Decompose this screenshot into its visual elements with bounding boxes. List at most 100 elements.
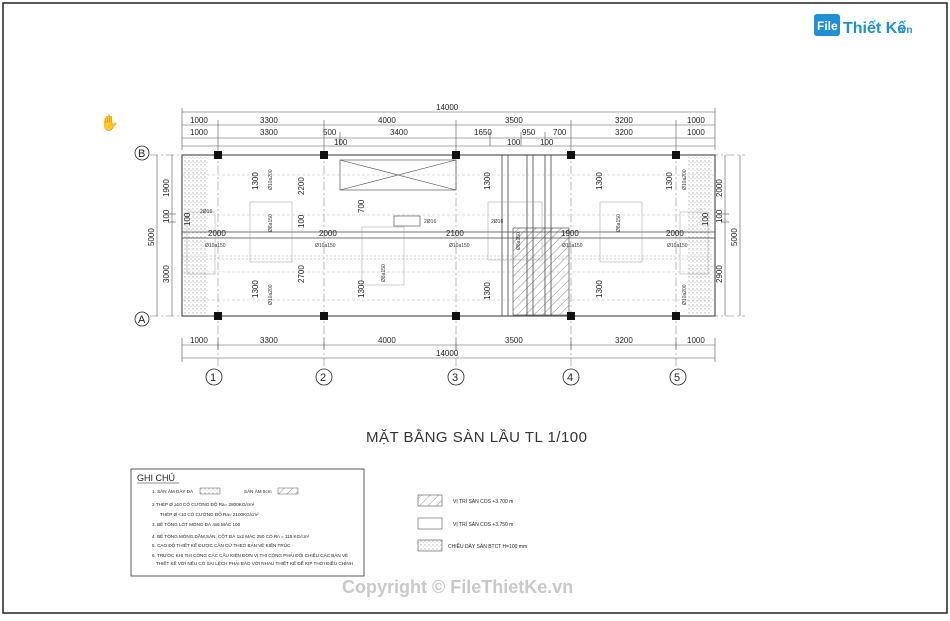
- column-5B: [672, 151, 680, 159]
- svg-text:2Ø16: 2Ø16: [200, 209, 212, 215]
- rebar-panels: [186, 201, 709, 286]
- svg-text:1300: 1300: [595, 172, 604, 190]
- svg-text:4: 4: [567, 372, 573, 384]
- svg-text:100: 100: [162, 209, 171, 223]
- svg-text:3200: 3200: [615, 116, 633, 125]
- svg-text:700: 700: [553, 128, 567, 137]
- svg-text:A: A: [138, 314, 146, 326]
- svg-text:100: 100: [715, 209, 724, 223]
- svg-text:Thiết Kế: Thiết Kế: [843, 20, 906, 37]
- svg-text:THIẾT KẾ VỚI NẾU CÓ SAI LỆCH P: THIẾT KẾ VỚI NẾU CÓ SAI LỆCH PHẢI BÁO VỚ…: [156, 559, 353, 566]
- svg-text:100: 100: [540, 138, 554, 147]
- svg-text:THÉP Ø <10 CÓ CƯỜNG ĐỘ Ra= 210: THÉP Ø <10 CÓ CƯỜNG ĐỘ Ra= 2100KG/cm²: [160, 511, 259, 517]
- watermark: Copyright © FileThietKe.vn: [342, 577, 573, 597]
- svg-text:Ø10a200: Ø10a200: [682, 284, 688, 305]
- legend: VỊ TRÍ SÀN COS +3.700 m VỊ TRÍ SÀN COS +…: [417, 494, 527, 552]
- left-dimensions: 1900 100 3000 5000: [147, 179, 171, 283]
- svg-text:3200: 3200: [615, 128, 633, 137]
- svg-text:5: 5: [674, 372, 680, 384]
- note-swatch-hatched: [277, 487, 299, 495]
- bottom-dimension-lines: [181, 338, 716, 362]
- svg-text:2.THÉP Ø ≥10 CÓ CƯỜNG ĐỘ Ra= 2: 2.THÉP Ø ≥10 CÓ CƯỜNG ĐỘ Ra= 2800KG/cm²: [152, 501, 255, 507]
- svg-text:1000: 1000: [687, 336, 705, 345]
- svg-text:1650: 1650: [474, 128, 492, 137]
- drawing-title: MẶT BẰNG SÀN LẦU TL 1/100: [366, 428, 587, 446]
- axis-bubble-2: 2: [315, 368, 333, 386]
- cantilever-right-dotted: [688, 157, 712, 314]
- legend-swatch-hatched: [417, 494, 443, 507]
- svg-text:3400: 3400: [390, 128, 408, 137]
- axis-bubble-B: B: [134, 145, 150, 161]
- axis-bubble-4: 4: [562, 368, 580, 386]
- svg-text:Ø10a150: Ø10a150: [562, 243, 583, 249]
- svg-text:3200: 3200: [615, 336, 633, 345]
- notes-heading: GHI CHÚ: [137, 473, 175, 483]
- svg-text:4. BÊ TÔNG MÓNG,DẦM,SÀN, CỘT Đ: 4. BÊ TÔNG MÓNG,DẦM,SÀN, CỘT ĐÁ 1x2 MÁC …: [152, 532, 310, 539]
- svg-text:700: 700: [357, 199, 366, 213]
- mid-beam: [182, 231, 715, 239]
- bottom-row-labels: 1000 3300 4000 3500 3200 1000: [190, 336, 705, 345]
- svg-text:1300: 1300: [251, 280, 260, 298]
- svg-text:5. CAO ĐỘ THIẾT KẾ ĐƯỢC CĂN CỨ: 5. CAO ĐỘ THIẾT KẾ ĐƯỢC CĂN CỨ THEO BẢN …: [152, 542, 291, 548]
- svg-text:Ø8a150: Ø8a150: [616, 214, 622, 232]
- note-swatch-dotted: [199, 487, 221, 495]
- svg-text:Ø10a150: Ø10a150: [667, 243, 688, 249]
- svg-text:3300: 3300: [260, 116, 278, 125]
- notes-box: GHI CHÚ 1. SÀN ÂM DÀY ĐÁ SÀN ÂM 5cm 2.TH…: [130, 468, 365, 577]
- hand-cursor-icon[interactable]: ✋: [100, 114, 119, 132]
- svg-text:1900: 1900: [561, 229, 579, 238]
- svg-text:3. BÊ TÔNG LÓT MÓNG ĐÁ 4x6 MÁC: 3. BÊ TÔNG LÓT MÓNG ĐÁ 4x6 MÁC 100: [152, 520, 241, 527]
- svg-text:2900: 2900: [715, 265, 724, 283]
- svg-text:Ø10a150: Ø10a150: [315, 243, 336, 249]
- svg-text:Ø8a150: Ø8a150: [381, 264, 387, 282]
- svg-text:SÀN ÂM 5cm: SÀN ÂM 5cm: [244, 488, 272, 494]
- svg-text:3300: 3300: [260, 336, 278, 345]
- svg-text:VỊ TRÍ SÀN COS +3.700 m: VỊ TRÍ SÀN COS +3.700 m: [453, 498, 513, 505]
- top-dimensions: [181, 108, 716, 150]
- secondary-beams: [501, 155, 552, 316]
- svg-text:Ø10a200: Ø10a200: [268, 284, 274, 305]
- svg-text:3000: 3000: [162, 265, 171, 283]
- svg-text:5000: 5000: [147, 228, 156, 246]
- column-1A: [214, 312, 222, 320]
- svg-text:Ø10a150: Ø10a150: [449, 243, 470, 249]
- axis-bubble-A: A: [134, 311, 150, 327]
- svg-text:1900: 1900: [162, 179, 171, 197]
- svg-text:100: 100: [701, 212, 710, 226]
- side-dimension-lines: [156, 155, 741, 316]
- svg-text:3500: 3500: [505, 336, 523, 345]
- svg-text:2100: 2100: [446, 229, 464, 238]
- columns: [214, 151, 680, 320]
- svg-text:1000: 1000: [687, 116, 705, 125]
- right-dimensions: 2000 100 2900 5000: [715, 179, 739, 283]
- svg-text:3500: 3500: [505, 116, 523, 125]
- cantilever-left-dotted: [184, 157, 208, 314]
- svg-text:100: 100: [297, 214, 306, 228]
- svg-text:6. TRƯỚC KHI THI CÔNG CÁC CẤU: 6. TRƯỚC KHI THI CÔNG CÁC CẤU KIỆN ĐƠN V…: [152, 551, 348, 558]
- svg-text:100: 100: [183, 212, 192, 226]
- svg-text:2700: 2700: [297, 265, 306, 283]
- svg-text:Ø10a200: Ø10a200: [268, 169, 274, 190]
- column-2A: [320, 312, 328, 320]
- svg-text:1. SÀN ÂM DÀY ĐÁ: 1. SÀN ÂM DÀY ĐÁ: [152, 488, 194, 494]
- column-3A: [452, 312, 460, 320]
- svg-text:2200: 2200: [297, 177, 306, 195]
- svg-text:1000: 1000: [190, 128, 208, 137]
- column-1B: [214, 151, 222, 159]
- svg-text:1300: 1300: [483, 172, 492, 190]
- svg-text:2: 2: [320, 372, 326, 384]
- svg-text:Ø10a150: Ø10a150: [205, 243, 226, 249]
- svg-text:CHIỀU DÀY SÀN BTCT H=100 mm: CHIỀU DÀY SÀN BTCT H=100 mm: [448, 543, 527, 550]
- span-labels: 2000 2000 2100 1900 2000: [208, 229, 684, 238]
- svg-text:2000: 2000: [319, 229, 337, 238]
- svg-text:4000: 4000: [378, 336, 396, 345]
- rebar-labels: Ø10a150 Ø10a150 Ø10a150 Ø10a150 Ø10a150 …: [200, 169, 688, 305]
- svg-text:100: 100: [507, 138, 521, 147]
- stair-void: [339, 159, 457, 227]
- svg-text:3: 3: [452, 372, 458, 384]
- svg-text:1300: 1300: [357, 280, 366, 298]
- svg-text:Ø8a150: Ø8a150: [516, 232, 522, 250]
- svg-text:2Ø16: 2Ø16: [424, 219, 436, 225]
- slab-outline: [181, 154, 716, 317]
